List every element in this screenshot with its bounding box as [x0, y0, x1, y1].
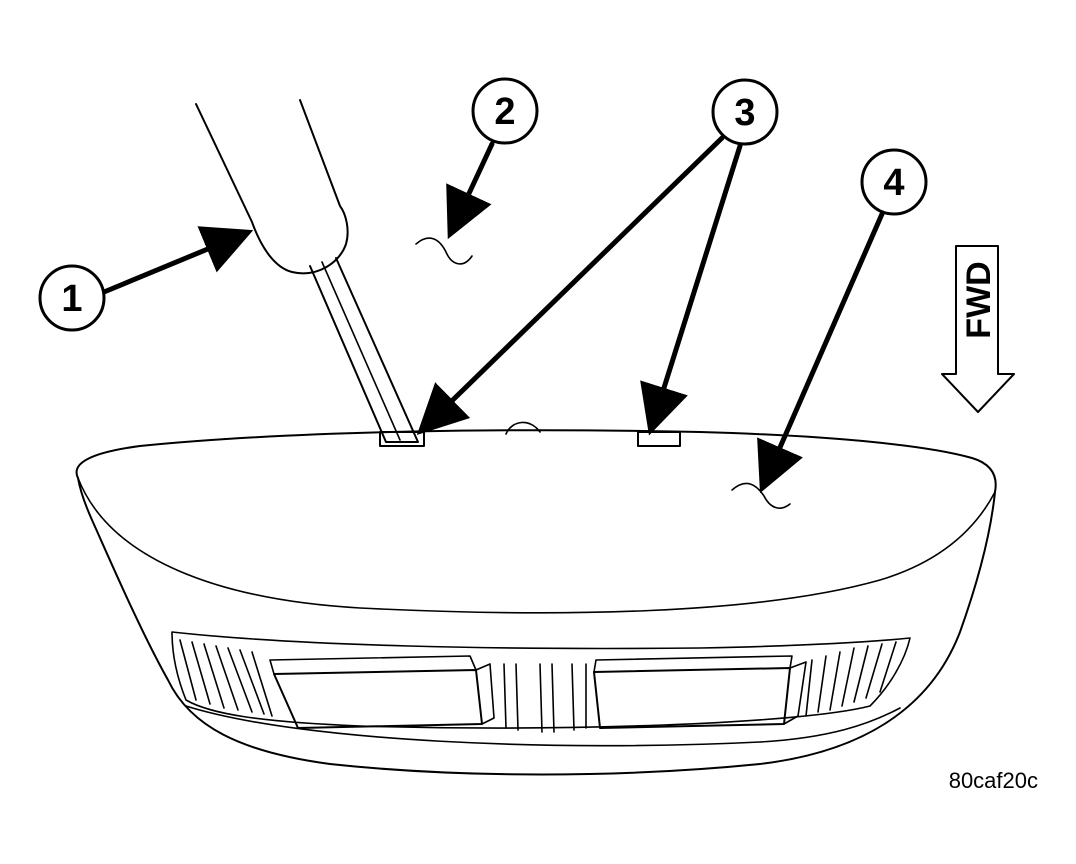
- fwd-label: FWD: [960, 261, 998, 338]
- leader-3b: [640, 143, 743, 436]
- leader-1: [101, 226, 254, 295]
- figure-code: 80caf20c: [949, 768, 1038, 793]
- retaining-tab-slots: [379, 431, 681, 447]
- callout-3: 3: [711, 78, 779, 146]
- trim-stick-tool: [195, 99, 419, 443]
- headliner-indicator: [415, 237, 473, 265]
- callout-4-label: 4: [883, 162, 904, 204]
- forward-direction-arrow: FWD: [941, 245, 1015, 413]
- overhead-console-lamp: [75, 421, 997, 776]
- callout-leaders: [101, 135, 885, 494]
- callout-3-label: 3: [734, 92, 755, 134]
- callout-2-label: 2: [494, 91, 515, 133]
- lens-indicator: [731, 482, 791, 509]
- callout-2: 2: [471, 77, 539, 145]
- leader-4: [757, 211, 885, 494]
- leader-2: [446, 141, 495, 240]
- leader-3a: [416, 135, 725, 435]
- callout-1: 1: [38, 264, 106, 332]
- callout-1-label: 1: [61, 278, 82, 320]
- callout-4: 4: [860, 148, 928, 216]
